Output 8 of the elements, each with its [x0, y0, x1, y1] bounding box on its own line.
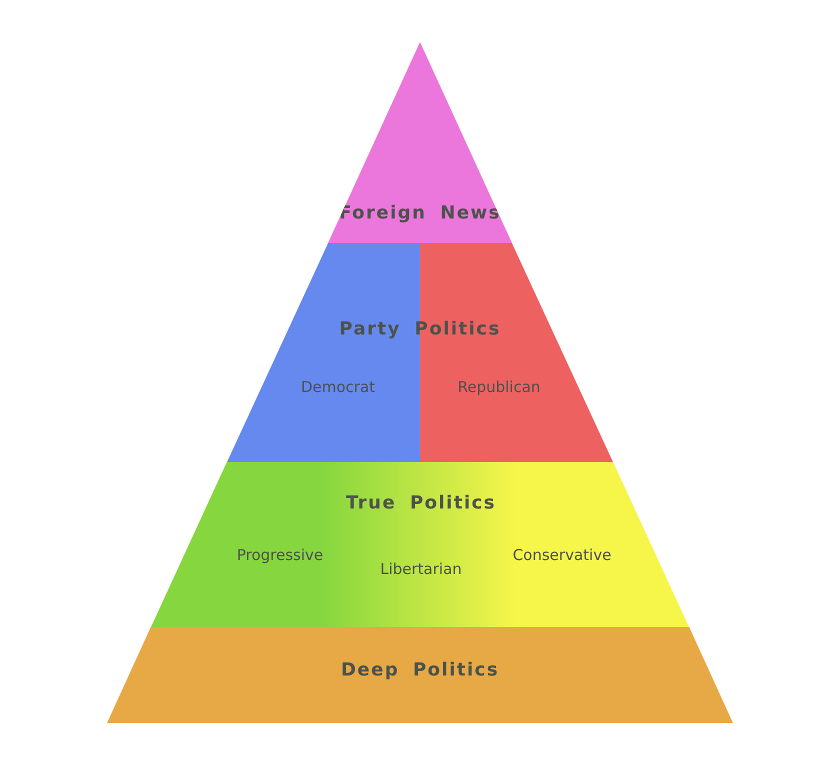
tier-title: True Politics	[346, 492, 496, 514]
tier-label: Republican	[458, 378, 540, 396]
tier-label: Libertarian	[380, 560, 462, 578]
tier-label: Progressive	[236, 546, 324, 564]
tier-label: Conservative	[512, 546, 612, 564]
tier-label: Democrat	[300, 378, 376, 396]
tier-title: Deep Politics	[340, 660, 500, 680]
tier-title: Foreign News	[339, 202, 501, 224]
